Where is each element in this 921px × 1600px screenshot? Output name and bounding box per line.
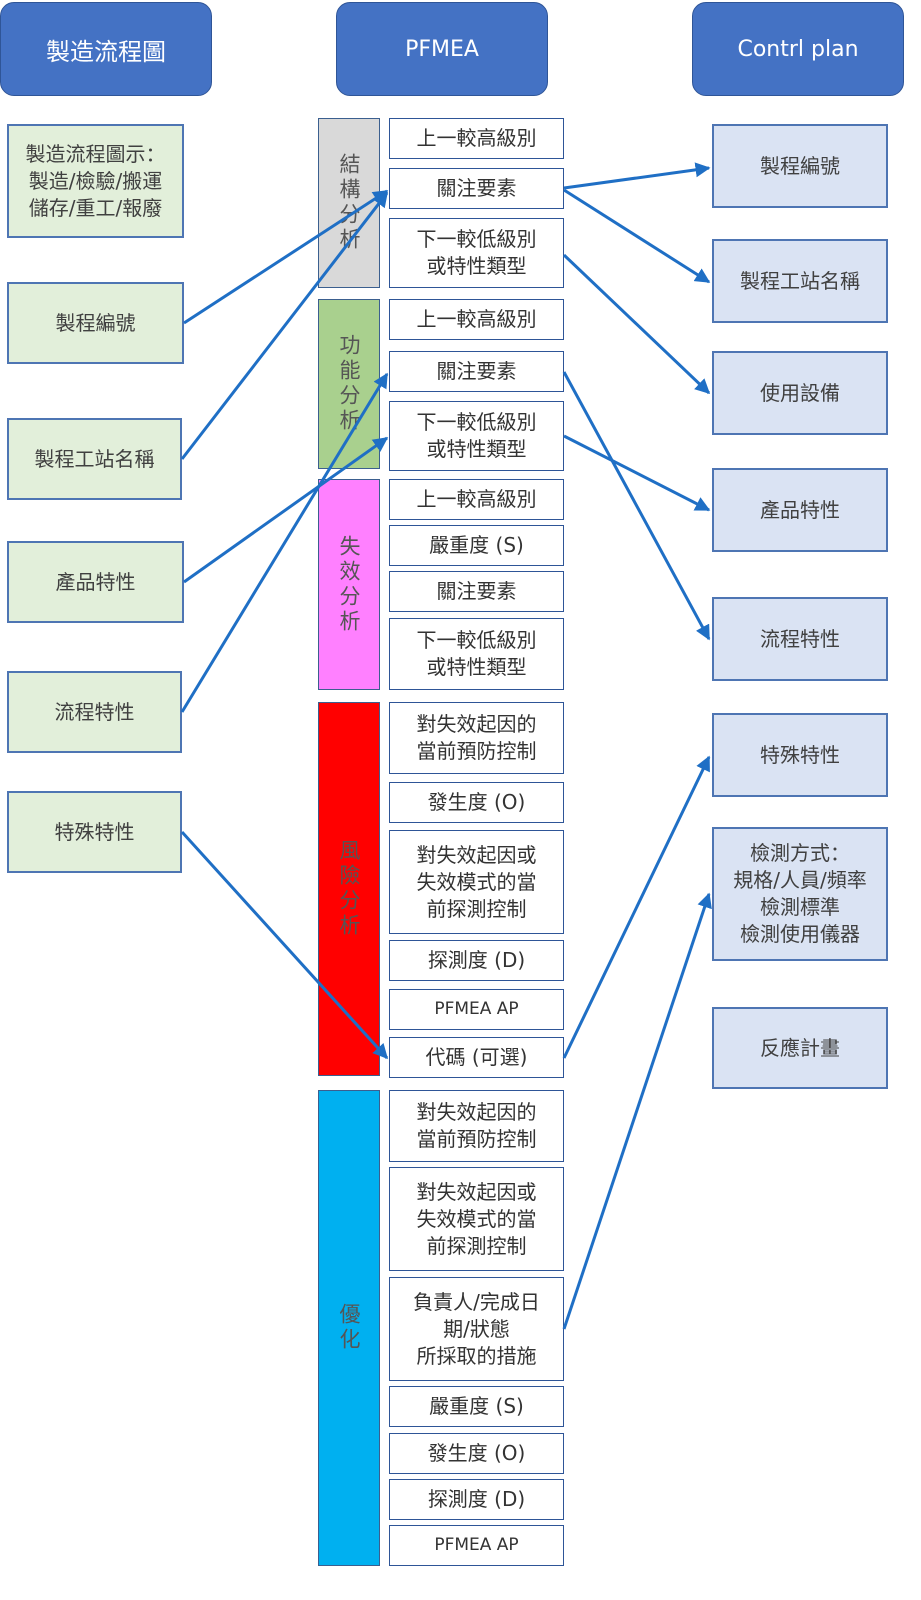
structure-lower-level: 下一較低級別 或特性類型 <box>389 218 564 288</box>
arrow-function-focus-to-process-char <box>562 371 711 641</box>
left-special-characteristic: 特殊特性 <box>7 791 182 873</box>
arrow-structure-to-station-name <box>563 188 711 284</box>
opt-detection: 探測度 (D) <box>389 1479 564 1520</box>
right-equipment: 使用設備 <box>712 351 888 435</box>
process-flow-header: 製造流程圖 <box>0 2 212 96</box>
right-station-name: 製程工站名稱 <box>712 239 888 323</box>
pfmea-header-label: PFMEA <box>405 36 479 62</box>
failure-analysis-bar: 失效分析 <box>318 479 380 690</box>
risk-code-optional: 代碼 (可選) <box>389 1037 564 1078</box>
structure-focus-element: 關注要素 <box>389 168 564 209</box>
left-process-number: 製程編號 <box>7 282 184 364</box>
failure-focus-element: 關注要素 <box>389 571 564 612</box>
opt-prevention-control: 對失效起因的 當前預防控制 <box>389 1090 564 1162</box>
arrow-structure-to-process-number <box>563 162 711 190</box>
control-plan-header: Contrl plan <box>692 2 904 96</box>
function-higher-level: 上一較高級別 <box>389 299 564 340</box>
failure-lower-level: 下一較低級別 或特性類型 <box>389 618 564 690</box>
opt-occurrence: 發生度 (O) <box>389 1433 564 1474</box>
arrow-actions-to-inspection <box>562 892 712 1330</box>
structure-analysis-bar: 結構分析 <box>318 118 380 288</box>
failure-severity: 嚴重度 (S) <box>389 525 564 566</box>
structure-analysis-label: 結構分析 <box>337 153 361 253</box>
function-focus-element: 關注要素 <box>389 351 564 392</box>
left-process-characteristic: 流程特性 <box>7 671 182 753</box>
process-flow-description: 製造流程圖示： 製造/檢驗/搬運 儲存/重工/報廢 <box>7 124 184 238</box>
risk-detection: 探測度 (D) <box>389 940 564 981</box>
right-reaction-plan: 反應計畫 <box>712 1007 888 1089</box>
pfmea-header: PFMEA <box>336 2 548 96</box>
right-inspection-method: 檢測方式： 規格/人員/頻率 檢測標準 檢測使用儀器 <box>712 827 888 961</box>
process-flow-header-label: 製造流程圖 <box>46 37 166 66</box>
risk-detection-control: 對失效起因或 失效模式的當 前探測控制 <box>389 830 564 934</box>
opt-pfmea-ap: PFMEA AP <box>389 1525 564 1566</box>
risk-analysis-label: 風險分析 <box>337 839 361 939</box>
failure-analysis-label: 失效分析 <box>337 534 361 635</box>
arrow-structure-lower-to-equipment <box>562 253 711 395</box>
risk-prevention-control: 對失效起因的 當前預防控制 <box>389 702 564 774</box>
optimization-bar: 優化 <box>318 1090 380 1566</box>
right-product-characteristic: 產品特性 <box>712 468 888 552</box>
function-analysis-bar: 功能分析 <box>318 299 380 469</box>
opt-severity: 嚴重度 (S) <box>389 1386 564 1427</box>
opt-detection-control: 對失效起因或 失效模式的當 前探測控制 <box>389 1167 564 1271</box>
risk-analysis-bar: 風險分析 <box>318 702 380 1076</box>
failure-higher-level: 上一較高級別 <box>389 479 564 520</box>
left-station-name: 製程工站名稱 <box>7 418 182 500</box>
risk-occurrence: 發生度 (O) <box>389 782 564 823</box>
arrow-code-to-special-char <box>562 755 711 1059</box>
right-process-characteristic: 流程特性 <box>712 597 888 681</box>
right-process-number: 製程編號 <box>712 124 888 208</box>
optimization-label: 優化 <box>337 1303 361 1353</box>
function-analysis-label: 功能分析 <box>337 334 361 434</box>
function-lower-level: 下一較低級別 或特性類型 <box>389 401 564 471</box>
control-plan-header-label: Contrl plan <box>737 36 859 62</box>
left-product-characteristic: 產品特性 <box>7 541 184 623</box>
risk-pfmea-ap: PFMEA AP <box>389 989 564 1030</box>
right-special-characteristic: 特殊特性 <box>712 713 888 797</box>
structure-higher-level: 上一較高級別 <box>389 118 564 159</box>
opt-responsible-actions: 負責人/完成日 期/狀態 所採取的措施 <box>389 1277 564 1381</box>
arrow-function-lower-to-product-char <box>563 434 711 512</box>
